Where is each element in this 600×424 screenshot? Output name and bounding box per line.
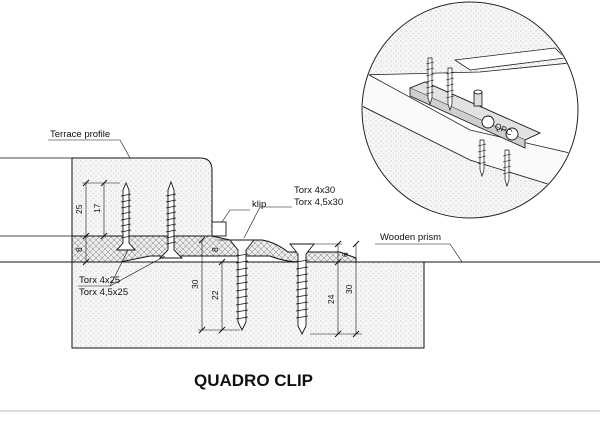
screw-left-1 — [116, 181, 136, 251]
label-wooden-prism: Wooden prism — [380, 232, 441, 243]
screw-right — [289, 243, 315, 336]
dim-30-left: 30 — [190, 279, 200, 289]
terrace-profile — [71, 157, 213, 237]
screw-left-2 — [158, 180, 184, 259]
dim-8-left: 8 — [74, 247, 84, 252]
label-torx-4x25: Torx 4x25 — [79, 275, 120, 286]
dim-22: 22 — [210, 290, 220, 300]
klip-block — [211, 221, 227, 237]
dim-6: 6 — [340, 252, 350, 257]
label-torx-45x25: Torx 4,5x25 — [79, 287, 128, 298]
label-torx-45x30: Torx 4,5x30 — [294, 197, 343, 208]
label-terrace-profile: Terrace profile — [50, 129, 110, 140]
dim-25: 25 — [74, 204, 84, 214]
drawing-title: QUADRO CLIP — [194, 371, 313, 390]
dim-24: 24 — [326, 294, 336, 304]
label-klip: klip — [252, 199, 266, 210]
screw-center — [229, 239, 255, 332]
wooden-prism — [71, 261, 425, 349]
dim-17: 17 — [92, 203, 102, 213]
dim-8-clip: 8 — [210, 247, 220, 252]
dim-30-right: 30 — [344, 284, 354, 294]
inset-detail: QPC — [361, 1, 579, 219]
label-torx-4x30: Torx 4x30 — [294, 185, 335, 196]
